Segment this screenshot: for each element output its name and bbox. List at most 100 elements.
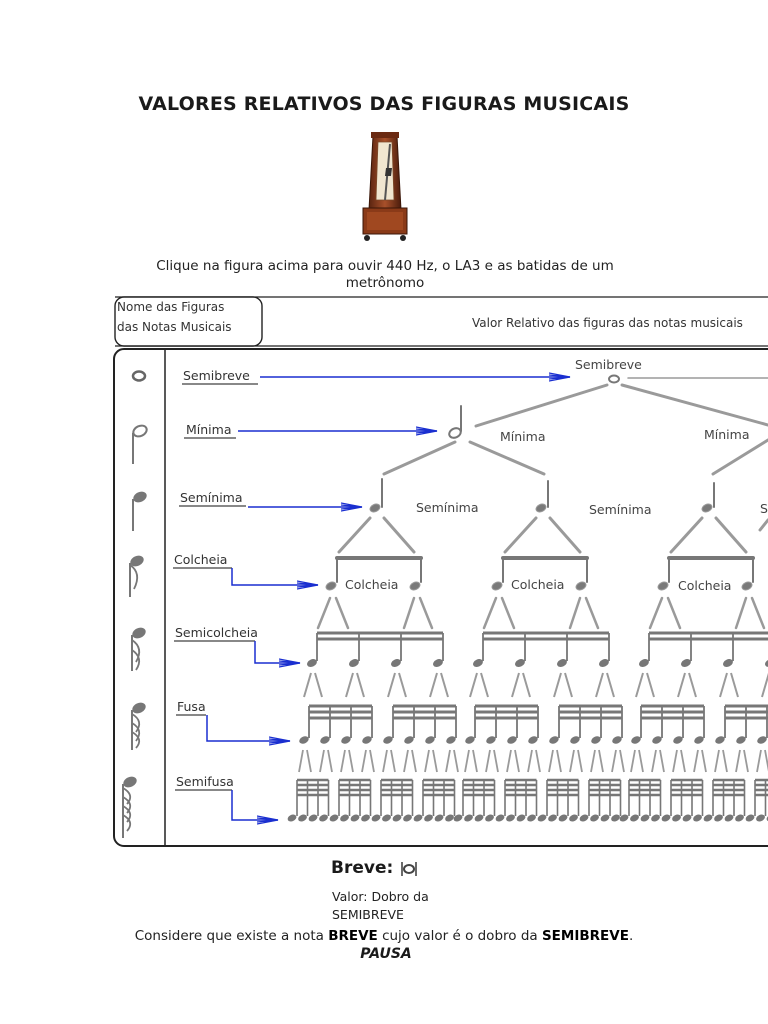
fusa-note <box>320 736 330 744</box>
tree-label-semibreve: Semibreve <box>575 357 642 372</box>
tree-label-colcheia-1: Colcheia <box>345 577 398 592</box>
breve-value-text: Valor: Dobro da SEMIBREVE <box>332 889 429 922</box>
semifusa-note <box>558 814 568 822</box>
semifusa-note <box>485 814 494 822</box>
semifusa-note <box>474 814 484 822</box>
semifusa-note <box>579 814 589 822</box>
table-header: Nome das Figuras das Notas Musicais Valo… <box>114 296 768 347</box>
fusa-note <box>404 736 414 744</box>
left-header-line-1: Nome das Figuras <box>117 300 224 314</box>
semifusa-note <box>350 814 360 822</box>
semicolcheia-note-icon <box>131 627 146 671</box>
breve-heading-text: Breve: <box>331 858 394 878</box>
semicolcheia-branch <box>303 672 323 698</box>
tree-label-minima-2: Mínima <box>704 427 750 442</box>
fusa-branch <box>569 749 583 773</box>
semicolcheia-note <box>307 659 317 667</box>
figure-name-colcheia: Colcheia <box>174 552 227 567</box>
semifusa-note <box>413 814 423 822</box>
semifusa-note <box>619 814 629 822</box>
fusa-note <box>507 736 517 744</box>
figure-name-minima: Mínima <box>186 422 232 437</box>
semifusa-note <box>298 814 307 822</box>
figure-name-semifusa: Semifusa <box>176 774 234 789</box>
fusa-branch <box>651 749 665 773</box>
fusa-branch <box>382 749 396 773</box>
fusa-branch <box>319 749 333 773</box>
fusa-note <box>612 736 622 744</box>
fusa-branch <box>403 749 417 773</box>
tree-label-seminima-1: Semínima <box>416 500 479 515</box>
tree-label-seminima-3: S <box>760 501 768 516</box>
tree-seminima-notes <box>381 478 715 508</box>
fusa-branch <box>298 749 312 773</box>
fusa-note <box>425 736 435 744</box>
metronome-image[interactable] <box>357 130 413 244</box>
semicolcheia-note <box>391 659 401 667</box>
semicolcheia-branch <box>635 672 655 698</box>
fusa-note <box>528 736 538 744</box>
pausa-heading: PAUSA <box>360 946 412 962</box>
semifusa-note <box>371 814 381 822</box>
tree-lower-notes <box>287 631 768 822</box>
fusa-branch <box>424 749 438 773</box>
semifusa-note <box>735 814 744 822</box>
fusa-branch <box>445 749 459 773</box>
tree-label-colcheia-3: Colcheia <box>678 578 731 593</box>
fusa-note <box>446 736 456 744</box>
figure-name-semicolcheia: Semicolcheia <box>175 625 258 640</box>
fusa-note <box>362 736 372 744</box>
figure-name-semibreve: Semibreve <box>183 368 250 383</box>
semicolcheia-branch <box>595 672 615 698</box>
semifusa-note <box>590 814 599 822</box>
semicolcheia-branch <box>345 672 365 698</box>
fusa-note <box>549 736 559 744</box>
fusa-note <box>694 736 704 744</box>
fusa-note <box>715 736 725 744</box>
semifusa-note <box>453 814 463 822</box>
semifusa-note <box>569 814 578 822</box>
fusa-note <box>757 736 767 744</box>
semifusa-note <box>745 814 755 822</box>
semifusa-note-icon <box>122 776 137 838</box>
breve-heading: Breve: <box>331 858 418 881</box>
tree-colcheia-pairs <box>335 556 755 583</box>
semifusa-note <box>630 814 639 822</box>
fusa-note <box>465 736 475 744</box>
fusa-branch <box>672 749 686 773</box>
tree-label-seminima-2: Semínima <box>589 502 652 517</box>
consider-prefix: Considere que existe a nota <box>134 928 329 944</box>
semicolcheia-note <box>473 659 483 667</box>
semifusa-note <box>527 814 536 822</box>
semicolcheia-branch <box>429 672 449 698</box>
semicolcheia-note <box>681 659 691 667</box>
semifusa-note <box>714 814 723 822</box>
semifusa-note <box>308 814 318 822</box>
semifusa-note <box>382 814 391 822</box>
semifusa-note <box>287 814 297 822</box>
semicolcheia-branch <box>387 672 407 698</box>
tree-label-minima-1: Mínima <box>500 429 546 444</box>
fusa-branch <box>630 749 644 773</box>
breve-note-icon <box>401 861 418 881</box>
fusa-branch <box>464 749 478 773</box>
breve-consider-text: Considere que existe a nota BREVE cujo v… <box>0 928 768 944</box>
fusa-note <box>736 736 746 744</box>
fusa-note <box>570 736 580 744</box>
semicolcheia-branch <box>511 672 531 698</box>
fusa-note <box>652 736 662 744</box>
right-header: Valor Relativo das figuras das notas mus… <box>472 316 743 330</box>
semibreve-note-icon <box>131 370 147 382</box>
fusa-branch <box>485 749 499 773</box>
fusa-branch <box>506 749 520 773</box>
metronome-click-hint: Clique na figura acima para ouvir 440 Hz… <box>156 258 614 291</box>
fusa-note <box>383 736 393 744</box>
semicolcheia-note <box>723 659 733 667</box>
semifusa-note <box>756 814 765 822</box>
left-header-line-2: das Notas Musicais <box>117 320 232 334</box>
semicolcheia-branch <box>761 672 768 698</box>
semicolcheia-note <box>349 659 359 667</box>
semifusa-note <box>319 814 328 822</box>
semifusa-note <box>661 814 671 822</box>
